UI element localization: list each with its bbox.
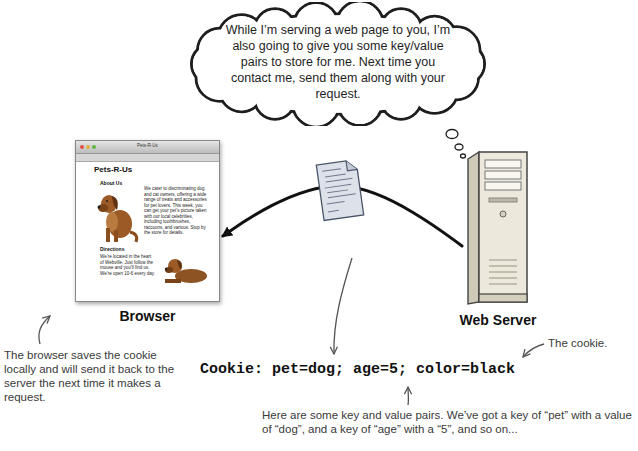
thought-cloud: While I’m serving a web page to you, I’m… xyxy=(188,2,488,126)
server-tower xyxy=(465,150,531,306)
window-button xyxy=(92,145,96,149)
text-slot: About Us xyxy=(100,180,122,186)
text-slot: The browser saves the cookie locally and… xyxy=(4,348,188,404)
cookie-document xyxy=(316,159,363,220)
text-slot: Pets-R-Us xyxy=(110,143,185,148)
text-slot: Web Server xyxy=(447,312,549,329)
text-slot: We’re located in the heart of Webville. … xyxy=(100,254,156,276)
thought-dot xyxy=(446,130,458,139)
text-slot: Directions xyxy=(100,246,124,252)
thought-dot xyxy=(461,154,466,158)
node-caption: Browser xyxy=(70,308,225,325)
address-bar xyxy=(76,154,219,162)
window-button xyxy=(86,145,90,149)
text-slot: Cookie: pet=dog; age=5; color=black xyxy=(200,361,515,379)
node-caption: Web Server xyxy=(447,312,549,329)
text-slot: Pets-R-Us xyxy=(94,165,132,174)
text-slot: Browser xyxy=(70,308,225,325)
annotation-note: The cookie. xyxy=(548,336,607,350)
body-text: We cater to discriminating dog and cat o… xyxy=(144,186,208,236)
thought-dot xyxy=(455,144,463,150)
window-title: Pets-R-Us xyxy=(110,143,185,148)
dog-photo xyxy=(92,188,140,244)
document-fold xyxy=(346,159,357,170)
leader-line xyxy=(407,387,409,405)
annotation-note: Here are some key and value pairs. We’ve… xyxy=(262,408,634,436)
leader-line xyxy=(334,258,352,354)
document-lines xyxy=(322,167,357,212)
window-button xyxy=(80,145,84,149)
speech-text: While I’m serving a web page to you, I’m… xyxy=(222,22,454,102)
cookie-header: Cookie: pet=dog; age=5; color=black xyxy=(200,361,515,379)
section-heading: Directions xyxy=(100,246,124,252)
web-server: Web Server xyxy=(447,150,549,336)
window-buttons xyxy=(79,144,99,150)
text-slot: While I’m serving a web page to you, I’m… xyxy=(222,22,454,102)
text-slot: We cater to discriminating dog and cat o… xyxy=(144,186,208,236)
section-heading: About Us xyxy=(100,180,122,186)
annotation-note: The browser saves the cookie locally and… xyxy=(4,348,188,404)
thought-dots xyxy=(446,130,466,159)
document-sheet xyxy=(316,159,363,220)
leader-line xyxy=(39,316,50,344)
dog-photo xyxy=(162,252,210,288)
text-slot: The cookie. xyxy=(548,336,607,350)
browser-window: Pets-R-UsPets-R-UsAbout UsWe cater to di… xyxy=(70,140,225,332)
page-heading: Pets-R-Us xyxy=(94,165,132,174)
text-slot: Here are some key and value pairs. We’ve… xyxy=(262,408,634,436)
body-text: We’re located in the heart of Webville. … xyxy=(100,254,156,276)
leader-line xyxy=(523,344,544,357)
